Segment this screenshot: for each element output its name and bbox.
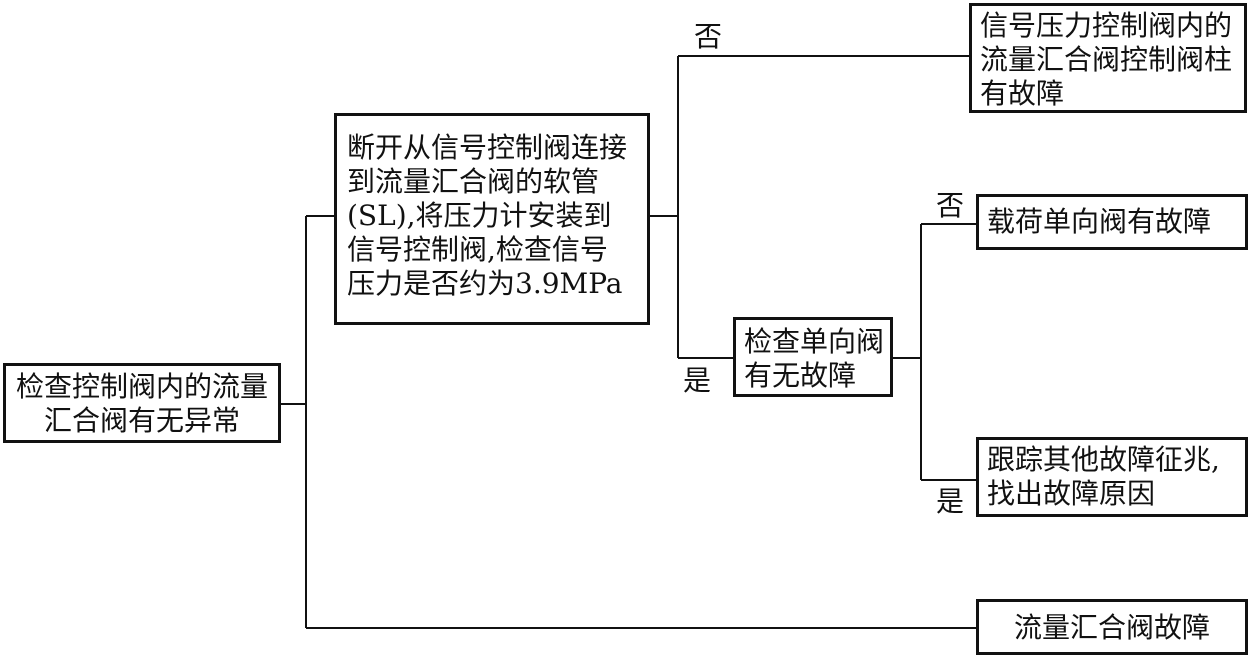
- node-spool-fault: 信号压力控制阀内的 流量汇合阀控制阀柱 有故障: [969, 3, 1247, 113]
- node-check-pressure-line-4: 信号控制阀,检查信号: [347, 233, 608, 266]
- node-root: 检查控制阀内的流量 汇合阀有无异常: [3, 363, 281, 443]
- node-trace-other-line-2: 找出故障原因: [987, 477, 1156, 510]
- node-check-check-valve: 检查单向阀 有无故障: [733, 317, 893, 397]
- node-merge-valve-fault-line-1: 流量汇合阀故障: [1013, 611, 1210, 644]
- edge-label-check-no: 否: [936, 189, 965, 222]
- node-check-pressure-line-2: 到流量汇合阀的软管: [347, 165, 600, 198]
- node-trace-other-line-1: 跟踪其他故障征兆,: [987, 443, 1220, 476]
- node-check-check-valve-line-1: 检查单向阀: [744, 325, 885, 358]
- node-load-check-fault-line-1: 载荷单向阀有故障: [987, 205, 1212, 238]
- node-load-check-fault: 载荷单向阀有故障: [976, 194, 1248, 250]
- node-check-pressure: 断开从信号控制阀连接 到流量汇合阀的软管 (SL),将压力计安装到 信号控制阀,…: [334, 113, 650, 325]
- node-merge-valve-fault: 流量汇合阀故障: [976, 599, 1248, 655]
- node-spool-fault-line-3: 有故障: [980, 77, 1065, 110]
- node-root-line-2: 汇合阀有无异常: [43, 404, 240, 437]
- edge-label-pressure-no: 否: [694, 20, 723, 53]
- node-check-pressure-line-3: (SL),将压力计安装到: [347, 199, 612, 232]
- node-check-pressure-line-5: 压力是否约为3.9MPa: [347, 267, 623, 300]
- node-trace-other: 跟踪其他故障征兆, 找出故障原因: [976, 437, 1248, 517]
- node-spool-fault-line-1: 信号压力控制阀内的: [980, 9, 1233, 42]
- edge-label-check-yes: 是: [936, 485, 965, 518]
- edge-label-pressure-yes: 是: [683, 364, 712, 397]
- node-check-check-valve-line-2: 有无故障: [744, 359, 857, 392]
- node-spool-fault-line-2: 流量汇合阀控制阀柱: [980, 43, 1233, 76]
- node-check-pressure-line-1: 断开从信号控制阀连接: [347, 131, 628, 164]
- node-root-line-1: 检查控制阀内的流量: [15, 370, 268, 403]
